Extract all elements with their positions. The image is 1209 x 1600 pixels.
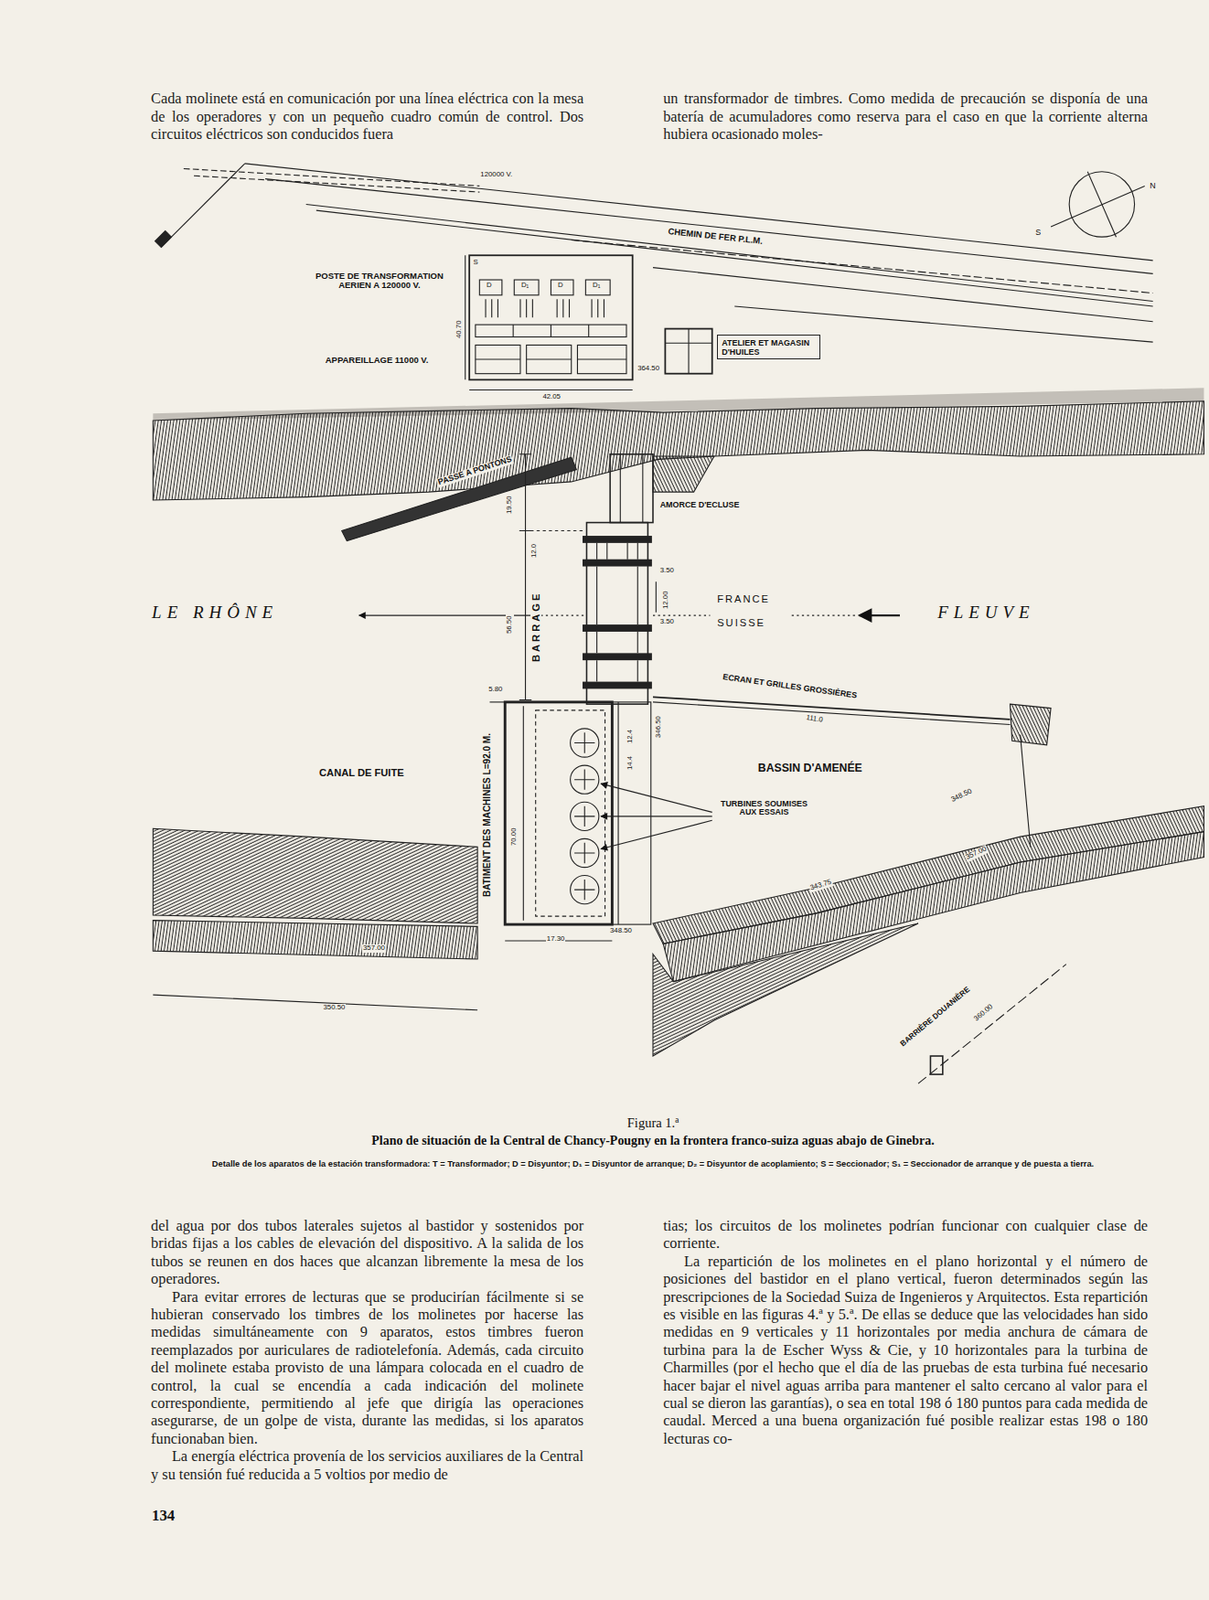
dimension-label: 19.50 — [505, 495, 514, 516]
apparatus-letter: D — [556, 281, 565, 290]
basin-label: BASSIN D'AMENÉE — [757, 762, 864, 775]
body-paragraph: tias; los circuitos de los molinetes pod… — [663, 1217, 1148, 1253]
turbine-label: TURBINES SOUMISES AUX ESSAIS — [714, 800, 814, 819]
body-paragraph: La energía eléctrica provenía de los ser… — [150, 1447, 584, 1484]
station-label: POSTE DE TRANSFORMATION AERIEN A 120000 … — [301, 271, 457, 291]
apparatus-letter: D₁ — [591, 281, 601, 290]
dimension-label: 56.50 — [505, 614, 514, 635]
dimension-label: 111.0 — [804, 714, 824, 725]
border-label: BARRIÈRE DOUANIÈRE — [898, 984, 973, 1049]
node-text: ATELIER ET MAGASIN D'HUILES — [721, 338, 816, 358]
body-paragraph: Para evitar errores de lecturas que se p… — [150, 1288, 584, 1449]
railway-label: CHEMIN DE FER P.L.M. — [666, 226, 765, 247]
figure-caption: Plano de situación de la Central de Chan… — [152, 1134, 1153, 1149]
dimension-label: 12.4 — [626, 728, 635, 745]
structure-label: AMORCE D'ECLUSE — [659, 501, 741, 511]
body-paragraph: Cada molinete está en comunicación por u… — [150, 89, 584, 143]
dimension-label: 14.4 — [626, 755, 635, 771]
compass-letter: S — [1034, 228, 1042, 238]
elevation-label: 364.50 — [636, 364, 661, 374]
elevation-label: 348.50 — [609, 927, 633, 936]
dimension-label: 5.80 — [487, 685, 503, 695]
body-paragraph: La repartición de los molinetes en el pl… — [663, 1252, 1148, 1448]
page-number: 134 — [150, 1508, 176, 1525]
caption-detail: Detalle de los aparatos de la estación t… — [152, 1159, 1153, 1169]
apparatus-letter: S — [472, 258, 480, 268]
river-label: FLEUVE — [936, 603, 1037, 623]
river-label: LE RHÔNE — [150, 603, 279, 623]
text-column: tias; los circuitos de los molinetes pod… — [663, 1217, 1148, 1448]
dimension-label: 17.30 — [545, 935, 567, 944]
equipment-label: APPAREILLAGE 11000 V. — [324, 355, 430, 365]
text-column: un transformador de timbres. Como medida… — [663, 89, 1148, 143]
elevation-label: 350.50 — [322, 1004, 347, 1013]
dimension-label: 12.00 — [662, 590, 671, 611]
country-label: SUISSE — [716, 617, 767, 629]
elevation-label: 357.00 — [362, 944, 386, 953]
dimension-label: 40.70 — [455, 320, 464, 341]
building-box: ATELIER ET MAGASIN D'HUILES — [716, 334, 821, 360]
apparatus-letter: D₁ — [520, 281, 530, 290]
dimension-label: 3.50 — [659, 567, 675, 576]
dimension-label: 42.05 — [541, 393, 562, 402]
body-paragraph: un transformador de timbres. Como medida… — [663, 89, 1148, 143]
dimension-label: 12.0 — [530, 543, 539, 559]
dimension-label: 70.00 — [510, 826, 519, 847]
figure-caption-block: Figura 1.ªPlano de situación de la Centr… — [152, 1115, 1153, 1168]
structure-label: ECRAN ET GRILLES GROSSIÈRES — [720, 673, 858, 702]
canal-label: CANAL DE FUITE — [318, 767, 406, 779]
voltage-label: 120000 V. — [479, 171, 514, 180]
text-column: Cada molinete está en comunicación por u… — [150, 89, 584, 143]
apparatus-letter: D — [485, 281, 493, 290]
building-label: BATIMENT DES MACHINES L=92.0 M. — [481, 732, 493, 899]
elevation-label: 348.50 — [949, 787, 974, 805]
dimension-label: 3.50 — [659, 618, 675, 627]
text-column: del agua por dos tubos laterales sujetos… — [150, 1217, 584, 1484]
figure-title: Figura 1.ª — [152, 1115, 1153, 1132]
elevation-label: 360.00 — [972, 1003, 996, 1025]
country-label: FRANCE — [716, 593, 771, 605]
compass-letter: N — [1148, 181, 1156, 192]
elevation-label: 346.50 — [654, 715, 664, 739]
body-paragraph: del agua por dos tubos laterales sujetos… — [150, 1217, 584, 1289]
dam-label: BARRAGE — [530, 590, 542, 664]
